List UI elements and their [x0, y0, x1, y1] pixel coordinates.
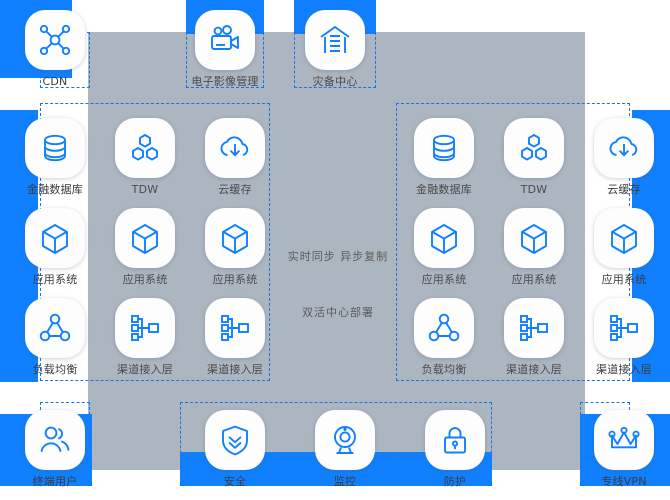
node-label: 云缓存 — [607, 183, 641, 196]
node-label: 渠道接入层 — [506, 363, 562, 376]
node-label: 应用系统 — [212, 273, 258, 286]
shield-icon — [205, 410, 265, 470]
node-left-cloud-cache[interactable]: 云缓存 — [192, 118, 278, 196]
node-right-channel-access-1[interactable]: 渠道接入层 — [491, 298, 577, 376]
load-balance-icon — [25, 298, 85, 358]
center-sync-label: 实时同步 异步复制 — [287, 250, 389, 263]
node-left-channel-access-2[interactable]: 渠道接入层 — [192, 298, 278, 376]
node-right-channel-access-2[interactable]: 渠道接入层 — [581, 298, 667, 376]
database-icon — [414, 118, 474, 178]
node-right-app-2[interactable]: 应用系统 — [491, 208, 577, 286]
node-end-user[interactable]: 终端用户 — [12, 410, 98, 488]
node-label: 渠道接入层 — [207, 363, 263, 376]
node-label: 应用系统 — [601, 273, 647, 286]
node-label: 负载均衡 — [421, 363, 467, 376]
node-label: 渠道接入层 — [596, 363, 652, 376]
node-monitoring[interactable]: 监控 — [302, 410, 388, 488]
network-nodes-icon — [25, 10, 85, 70]
node-left-tdw[interactable]: TDW — [102, 118, 188, 196]
node-left-financial-db[interactable]: 金融数据库 — [12, 118, 98, 196]
node-security[interactable]: 安全 — [192, 410, 278, 488]
node-left-app-1[interactable]: 应用系统 — [12, 208, 98, 286]
node-left-load-balancer[interactable]: 负载均衡 — [12, 298, 98, 376]
hierarchy-icon — [504, 298, 564, 358]
warehouse-icon — [305, 10, 365, 70]
node-label: 电子影像管理 — [191, 75, 259, 88]
hierarchy-icon — [205, 298, 265, 358]
node-label: 云缓存 — [218, 183, 252, 196]
database-icon — [25, 118, 85, 178]
node-label: 应用系统 — [511, 273, 557, 286]
node-cdn[interactable]: CDN — [12, 10, 98, 88]
node-label: 渠道接入层 — [117, 363, 173, 376]
node-label: 金融数据库 — [416, 183, 472, 196]
node-label: 应用系统 — [421, 273, 467, 286]
cube-icon — [414, 208, 474, 268]
node-right-financial-db[interactable]: 金融数据库 — [401, 118, 487, 196]
cube-icon — [25, 208, 85, 268]
node-label: 负载均衡 — [32, 363, 78, 376]
cloud-download-icon — [594, 118, 654, 178]
node-label: 应用系统 — [122, 273, 168, 286]
load-balance-icon — [414, 298, 474, 358]
users-icon — [25, 410, 85, 470]
cube-icon — [205, 208, 265, 268]
cloud-download-icon — [205, 118, 265, 178]
node-right-app-3[interactable]: 应用系统 — [581, 208, 667, 286]
node-right-tdw[interactable]: TDW — [491, 118, 577, 196]
hexagon-cluster-icon — [504, 118, 564, 178]
cube-icon — [115, 208, 175, 268]
node-label: 监控 — [333, 475, 357, 488]
node-electronic-image-mgmt[interactable]: 电子影像管理 — [182, 10, 268, 88]
center-deploy-label: 双活中心部署 — [302, 306, 374, 319]
lock-icon — [425, 410, 485, 470]
crown-icon — [594, 410, 654, 470]
node-right-app-1[interactable]: 应用系统 — [401, 208, 487, 286]
node-right-cloud-cache[interactable]: 云缓存 — [581, 118, 667, 196]
node-disaster-recovery-center[interactable]: 灾备中心 — [292, 10, 378, 88]
video-camera-icon — [195, 10, 255, 70]
node-label: 安全 — [223, 475, 247, 488]
node-left-channel-access-1[interactable]: 渠道接入层 — [102, 298, 188, 376]
hierarchy-icon — [594, 298, 654, 358]
node-label: 终端用户 — [32, 475, 78, 488]
node-protection[interactable]: 防护 — [412, 410, 498, 488]
node-label: 应用系统 — [32, 273, 78, 286]
hierarchy-icon — [115, 298, 175, 358]
node-label: TDW — [131, 183, 159, 196]
node-label: 灾备中心 — [312, 75, 358, 88]
webcam-icon — [315, 410, 375, 470]
hexagon-cluster-icon — [115, 118, 175, 178]
cube-icon — [594, 208, 654, 268]
node-dedicated-vpn[interactable]: 专线VPN — [581, 410, 667, 488]
node-label: 金融数据库 — [27, 183, 83, 196]
node-label: 专线VPN — [601, 475, 647, 488]
node-label: TDW — [520, 183, 548, 196]
node-label: 防护 — [443, 475, 467, 488]
node-right-load-balancer[interactable]: 负载均衡 — [401, 298, 487, 376]
node-left-app-2[interactable]: 应用系统 — [102, 208, 188, 286]
node-label: CDN — [42, 75, 68, 88]
node-left-app-3[interactable]: 应用系统 — [192, 208, 278, 286]
cube-icon — [504, 208, 564, 268]
